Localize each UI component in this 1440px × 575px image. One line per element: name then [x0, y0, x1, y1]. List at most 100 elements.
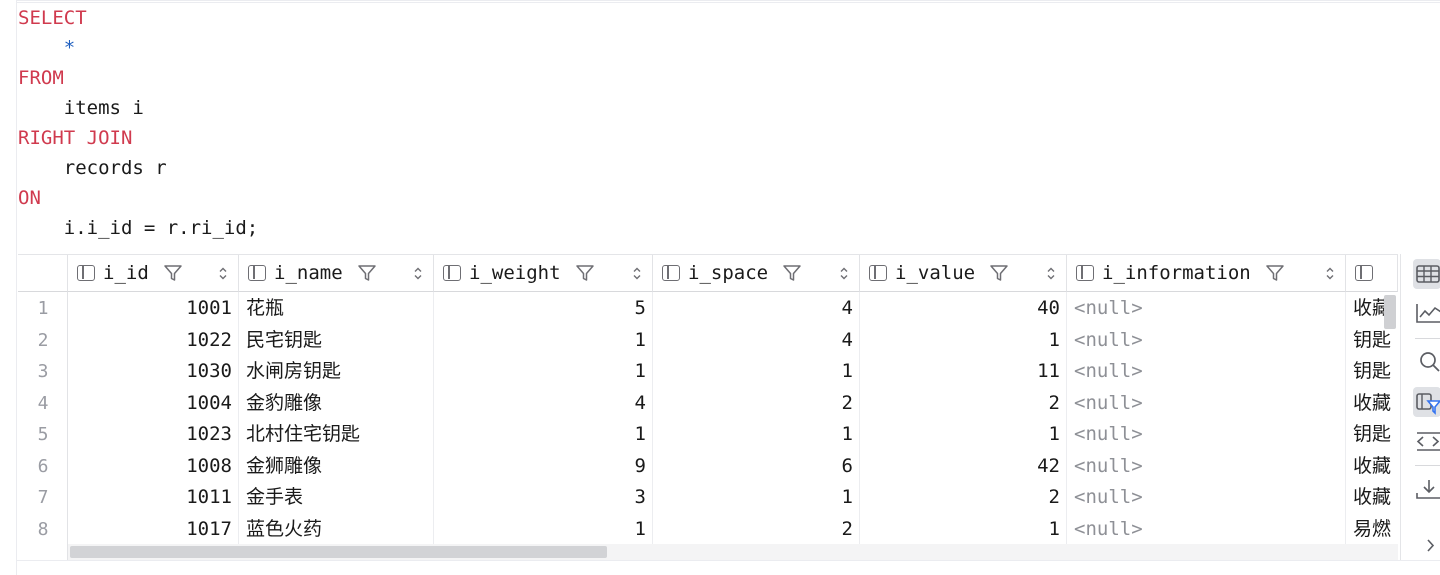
cell-i_weight[interactable]: 1 — [634, 517, 646, 540]
cell-i_space[interactable]: 6 — [841, 454, 853, 477]
column-icon — [248, 265, 266, 281]
cell-i_name[interactable]: 水闸房钥匙 — [246, 360, 342, 382]
cell-i_name[interactable]: 金豹雕像 — [246, 391, 323, 414]
cell-i_information[interactable]: <null> — [1074, 328, 1143, 351]
cell-i_id[interactable]: 1004 — [186, 391, 232, 414]
column-divider — [859, 292, 860, 544]
sort-icon[interactable] — [1046, 266, 1056, 281]
filter-icon[interactable] — [782, 263, 802, 283]
cell-i_space[interactable]: 1 — [841, 423, 853, 445]
search-button[interactable] — [1413, 347, 1440, 377]
cell-next[interactable]: 钥匙 — [1353, 423, 1392, 445]
column-divider — [238, 292, 239, 544]
column-header-more[interactable] — [1346, 255, 1398, 292]
cell-next[interactable]: 收藏 — [1353, 454, 1392, 477]
cell-i_weight[interactable]: 3 — [634, 486, 646, 508]
expand-toolbar-button[interactable] — [1413, 531, 1440, 561]
cell-i_value[interactable]: 2 — [1048, 486, 1060, 508]
cell-i_information[interactable]: <null> — [1074, 423, 1143, 445]
cell-i_weight[interactable]: 1 — [634, 423, 646, 445]
cell-i_weight[interactable]: 1 — [634, 360, 646, 382]
column-header-i_space[interactable]: i_space — [653, 255, 860, 292]
sort-icon[interactable] — [1325, 266, 1335, 281]
bottom-border — [16, 560, 1440, 561]
chevron-right-icon — [1427, 539, 1435, 552]
cell-i_id[interactable]: 1023 — [186, 423, 232, 445]
cell-i_space[interactable]: 2 — [841, 517, 853, 540]
vertical-scrollbar-thumb[interactable] — [1384, 295, 1396, 329]
cell-i_information[interactable]: <null> — [1074, 454, 1143, 477]
cell-i_weight[interactable]: 1 — [634, 328, 646, 351]
cell-next[interactable]: 易燃 — [1353, 517, 1392, 540]
filter-icon[interactable] — [989, 263, 1009, 283]
cell-next[interactable]: 钥匙 — [1353, 328, 1392, 351]
cell-i_value[interactable]: 1 — [1048, 328, 1060, 351]
cell-i_name[interactable]: 北村住宅钥匙 — [246, 423, 361, 445]
code-line-select: SELECT — [18, 7, 87, 29]
code-line-records: records r — [18, 157, 167, 179]
sort-icon[interactable] — [218, 266, 228, 281]
column-label: i_value — [895, 262, 976, 284]
column-header-i_name[interactable]: i_name — [239, 255, 434, 292]
sort-icon[interactable] — [413, 266, 423, 281]
column-filter-icon — [1416, 393, 1440, 415]
cell-i_value[interactable]: 11 — [1037, 360, 1060, 382]
cell-i_value[interactable]: 1 — [1048, 423, 1060, 445]
cell-next[interactable]: 收藏 — [1353, 391, 1392, 414]
column-divider — [1066, 292, 1067, 544]
export-button[interactable] — [1413, 475, 1440, 505]
cell-i_id[interactable]: 1001 — [186, 297, 232, 319]
cell-i_information[interactable]: <null> — [1074, 297, 1143, 319]
cell-i_id[interactable]: 1022 — [186, 328, 232, 351]
table-view-button[interactable] — [1413, 259, 1440, 289]
sort-icon[interactable] — [839, 266, 849, 281]
cell-i_value[interactable]: 40 — [1037, 297, 1060, 319]
column-label: i_space — [688, 262, 769, 284]
cell-i_name[interactable]: 金狮雕像 — [246, 454, 323, 477]
column-label: i_weight — [469, 262, 561, 284]
column-header-i_id[interactable]: i_id — [68, 255, 239, 292]
cell-i_name[interactable]: 金手表 — [246, 486, 304, 508]
cell-i_id[interactable]: 1008 — [186, 454, 232, 477]
cell-i_weight[interactable]: 9 — [634, 454, 646, 477]
cell-i_information[interactable]: <null> — [1074, 360, 1143, 382]
cell-i_value[interactable]: 42 — [1037, 454, 1060, 477]
cell-i_weight[interactable]: 4 — [634, 391, 646, 414]
cell-i_id[interactable]: 1011 — [186, 486, 232, 508]
cell-i_information[interactable]: <null> — [1074, 486, 1143, 508]
cell-i_name[interactable]: 蓝色火药 — [246, 517, 323, 540]
cell-next[interactable]: 收藏 — [1353, 297, 1392, 319]
cell-i_id[interactable]: 1030 — [186, 360, 232, 382]
cell-i_name[interactable]: 民宅钥匙 — [246, 328, 323, 351]
filter-icon[interactable] — [163, 263, 183, 283]
filter-icon[interactable] — [1265, 263, 1285, 283]
cell-i_information[interactable]: <null> — [1074, 391, 1143, 414]
filter-icon[interactable] — [357, 263, 377, 283]
cell-i_space[interactable]: 4 — [841, 328, 853, 351]
cell-next[interactable]: 钥匙 — [1353, 360, 1392, 382]
column-header-i_information[interactable]: i_information — [1067, 255, 1346, 292]
sort-icon[interactable] — [632, 266, 642, 281]
cell-i_weight[interactable]: 5 — [634, 297, 646, 319]
cell-i_space[interactable]: 4 — [841, 297, 853, 319]
cell-i_value[interactable]: 1 — [1048, 517, 1060, 540]
cell-i_space[interactable]: 1 — [841, 486, 853, 508]
column-header-i_weight[interactable]: i_weight — [434, 255, 653, 292]
column-header-i_value[interactable]: i_value — [860, 255, 1067, 292]
row-number: 8 — [37, 518, 49, 540]
column-filter-button[interactable] — [1413, 387, 1440, 417]
filter-icon[interactable] — [575, 263, 595, 283]
cell-i_space[interactable]: 2 — [841, 391, 853, 414]
cell-i_name[interactable]: 花瓶 — [246, 297, 285, 319]
cell-next[interactable]: 收藏 — [1353, 486, 1392, 508]
toolbar-separator — [1415, 338, 1440, 339]
horizontal-scrollbar-thumb[interactable] — [70, 546, 607, 558]
code-view-button[interactable] — [1413, 426, 1440, 456]
chart-view-button[interactable] — [1413, 298, 1440, 328]
cell-i_information[interactable]: <null> — [1074, 517, 1143, 540]
cell-i_value[interactable]: 2 — [1048, 391, 1060, 414]
cell-i_id[interactable]: 1017 — [186, 517, 232, 540]
sql-editor[interactable]: SELECT * FROM items i RIGHT JOIN records… — [18, 3, 1398, 253]
cell-i_space[interactable]: 1 — [841, 360, 853, 382]
